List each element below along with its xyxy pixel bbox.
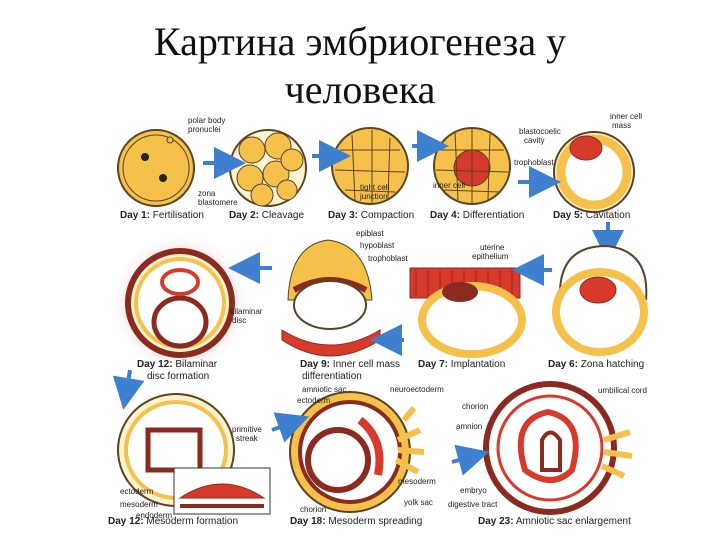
day5-blastocyst bbox=[553, 131, 635, 213]
day9-icm bbox=[281, 239, 381, 357]
title-line-1: Картина эмбриогенеза у bbox=[153, 19, 567, 64]
label-amniotic-sac: amniotic sac bbox=[302, 385, 346, 394]
label-primitive: primitive bbox=[232, 425, 262, 434]
label-umbilical-cord: umbilical cord bbox=[598, 386, 647, 395]
label-trophoblast: trophoblast bbox=[514, 158, 554, 167]
caption-day4: Day 4: Differentiation bbox=[430, 210, 524, 221]
label-amnion: amnion bbox=[456, 422, 482, 431]
caption-day7: Day 7: Implantation bbox=[418, 359, 505, 370]
day23-amnion bbox=[483, 381, 633, 515]
caption-day12b: Day 12: Mesoderm formation bbox=[108, 516, 238, 527]
label-digestive-tract: digestive tract bbox=[448, 500, 498, 509]
label-blastomere: blastomere bbox=[198, 198, 238, 207]
label-ectoderm: ectoderm bbox=[120, 487, 154, 496]
caption-day5: Day 5: Cavitation bbox=[553, 210, 630, 221]
label-zona: zona bbox=[198, 189, 216, 198]
label-yolk-sac: yolk sac bbox=[404, 498, 433, 507]
caption-day23: Day 23: Amniotic sac enlargement bbox=[478, 516, 631, 527]
label-chorion-2: chorion bbox=[462, 402, 488, 411]
label-polar-body: polar body bbox=[188, 116, 225, 125]
label-neuroectoderm: neuroectoderm bbox=[390, 385, 444, 394]
day12-mesoderm bbox=[117, 393, 271, 515]
label-inner-cell-mass-2: mass bbox=[612, 121, 631, 130]
label-bilaminar: bilaminar bbox=[230, 307, 263, 316]
label-tight-cell: tight cell bbox=[360, 183, 390, 192]
label-embryo: embryo bbox=[460, 486, 487, 495]
caption-day9-2: differentiation bbox=[302, 371, 362, 382]
label-hypoblast: hypoblast bbox=[360, 241, 395, 250]
day7-implantation bbox=[409, 267, 526, 358]
caption-day9: Day 9: Inner cell mass bbox=[300, 359, 400, 370]
title-line-2: человека bbox=[284, 67, 436, 112]
arrow-12-18 bbox=[271, 412, 310, 443]
arrow-12-12b bbox=[112, 369, 145, 410]
caption-day12a-2: disc formation bbox=[147, 371, 209, 382]
caption-day6: Day 6: Zona hatching bbox=[548, 359, 644, 370]
caption-day18: Day 18: Mesoderm spreading bbox=[290, 516, 422, 527]
day12-bilaminar bbox=[110, 233, 250, 373]
label-blastocoelic: blastocoelic bbox=[519, 127, 561, 136]
day6-hatching bbox=[552, 244, 648, 356]
label-inner-cell-mass: inner cell bbox=[610, 112, 642, 121]
caption-day3: Day 3: Compaction bbox=[328, 210, 414, 221]
day18-spreading bbox=[289, 391, 425, 513]
day4-morula bbox=[433, 127, 511, 205]
caption-day1: Day 1: Fertilisation bbox=[120, 210, 204, 221]
label-endoderm: endoderm bbox=[136, 511, 172, 520]
label-inner-cell: inner cell bbox=[433, 181, 465, 190]
label-ectoderm-2: ectoderm bbox=[297, 396, 331, 405]
arrow-18-23 bbox=[451, 444, 490, 476]
label-pronuclei: pronuclei bbox=[188, 125, 221, 134]
label-uterine: uterine bbox=[480, 243, 505, 252]
label-trophoblast-2: trophoblast bbox=[368, 254, 408, 263]
label-epithelium: epithelium bbox=[472, 252, 509, 261]
label-junction: junction bbox=[359, 192, 388, 201]
day2-cleavage bbox=[229, 129, 307, 207]
caption-day12a: Day 12: Bilaminar bbox=[137, 359, 218, 370]
label-chorion: chorion bbox=[300, 505, 326, 514]
label-epiblast: epiblast bbox=[356, 229, 384, 238]
page-title: Картина эмбриогенеза у человека bbox=[0, 18, 720, 114]
label-cavity: cavity bbox=[524, 136, 544, 145]
label-disc: disc bbox=[232, 316, 246, 325]
label-mesoderm: mesoderm bbox=[120, 500, 158, 509]
label-streak: streak bbox=[236, 434, 259, 443]
caption-day2: Day 2: Cleavage bbox=[229, 210, 304, 221]
day1-zygote bbox=[117, 129, 195, 207]
label-mesoderm-2: mesoderm bbox=[398, 477, 436, 486]
